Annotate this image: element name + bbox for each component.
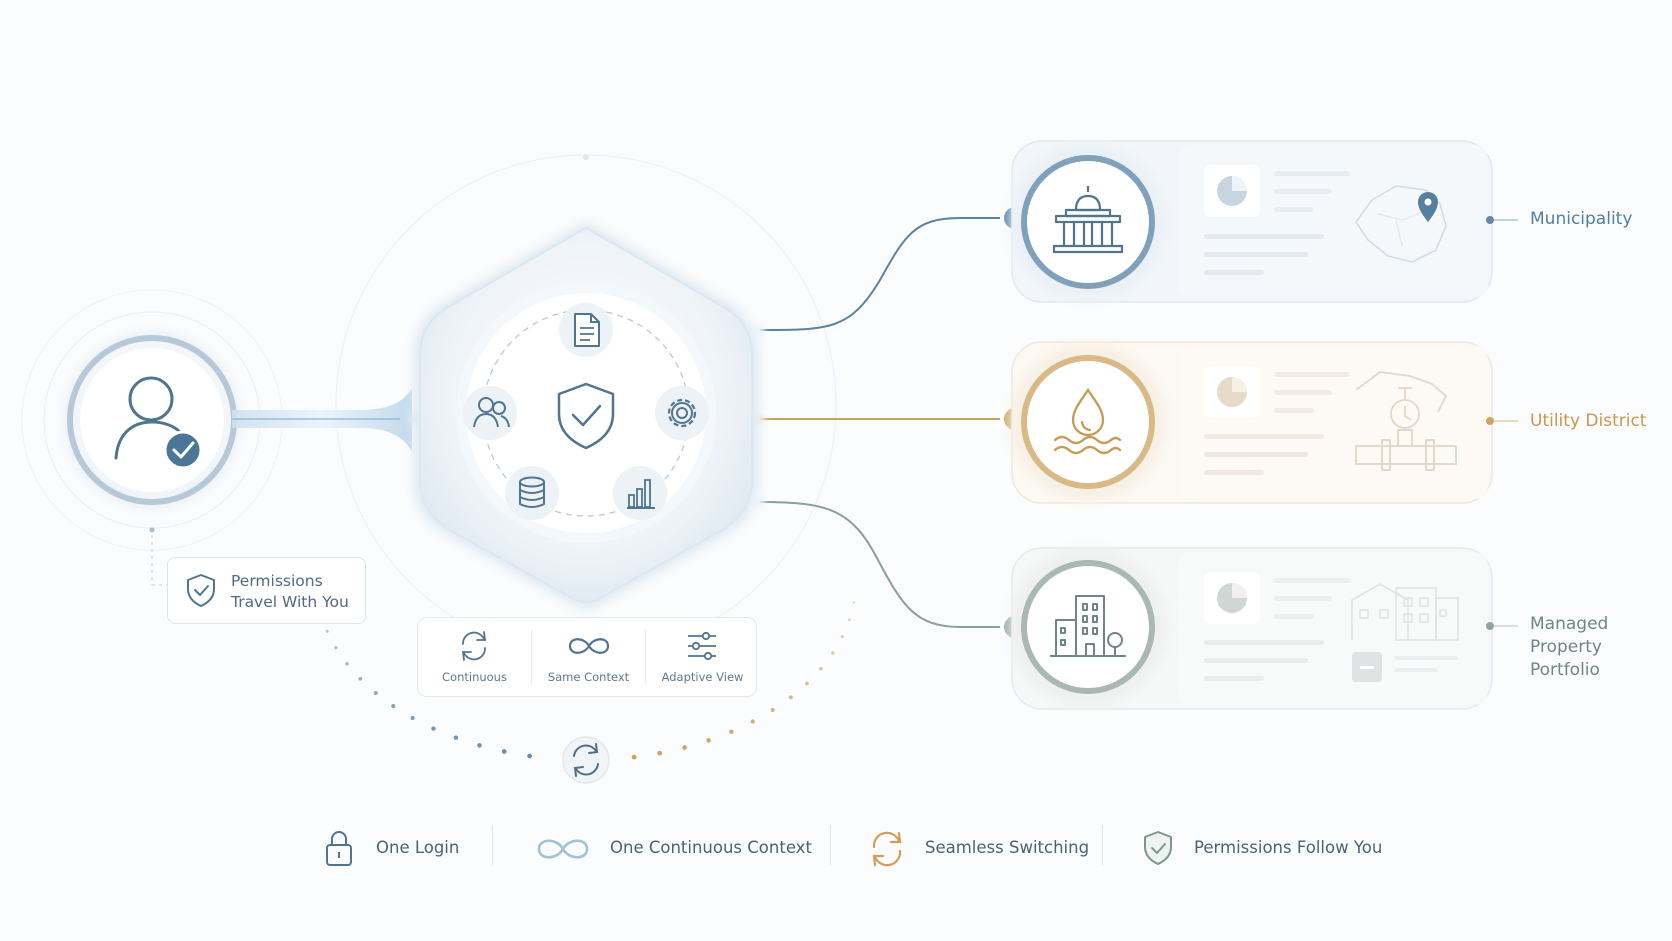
permissions-badge-line2: Travel With You bbox=[231, 593, 349, 611]
users-icon bbox=[463, 386, 517, 440]
label-managed-property-line1: Managed Property bbox=[1530, 614, 1609, 657]
document-icon bbox=[559, 303, 613, 357]
bottom-item-permissions-follow-you: Permissions Follow You bbox=[1141, 829, 1401, 869]
shield-check-icon bbox=[187, 574, 215, 607]
feature-continuous[interactable]: Continuous bbox=[418, 618, 531, 696]
destination-card-utility-district[interactable] bbox=[1010, 341, 1493, 504]
map-region-illustration bbox=[1355, 185, 1447, 263]
arc-dot bbox=[631, 754, 637, 760]
arc-dot bbox=[770, 707, 775, 713]
feature-adaptive-view-label: Adaptive View bbox=[661, 670, 744, 684]
arc-dot bbox=[805, 681, 809, 686]
feature-continuous-label: Continuous bbox=[442, 670, 507, 684]
arc-dot bbox=[788, 695, 793, 700]
connector-utility-district bbox=[760, 404, 1030, 434]
bottom-item-permissions-follow-you-label: Permissions Follow You bbox=[1194, 838, 1383, 857]
label-marker-utility bbox=[1486, 417, 1518, 425]
arc-dot bbox=[729, 729, 734, 734]
connector-managed-property bbox=[759, 501, 1030, 642]
bottom-item-one-continuous-context: One Continuous Context bbox=[535, 829, 835, 869]
arc-dot bbox=[345, 661, 349, 666]
check-badge-icon bbox=[163, 430, 203, 470]
water-drop-icon bbox=[1053, 387, 1122, 455]
user-node bbox=[64, 332, 240, 508]
user-hub-link bbox=[232, 388, 420, 452]
feature-same-context-label: Same Context bbox=[547, 670, 630, 684]
arc-dot bbox=[453, 735, 459, 740]
refresh-node[interactable] bbox=[562, 736, 610, 784]
label-marker-property bbox=[1486, 622, 1518, 630]
connector-municipality bbox=[759, 203, 1030, 331]
arc-dot bbox=[682, 745, 687, 750]
permissions-badge: Permissions Travel With You bbox=[167, 557, 366, 624]
infinity-icon bbox=[568, 638, 610, 654]
destination-card-municipality[interactable] bbox=[1010, 140, 1493, 303]
arc-dot bbox=[410, 715, 415, 721]
sliders-icon bbox=[688, 631, 716, 661]
bottom-item-one-continuous-context-label: One Continuous Context bbox=[610, 838, 812, 857]
shield-check-icon bbox=[1144, 831, 1172, 865]
arc-dot bbox=[852, 601, 856, 604]
feature-same-context[interactable]: Same Context bbox=[532, 618, 645, 696]
arc-dot bbox=[750, 719, 755, 724]
bottom-item-one-login: One Login bbox=[324, 829, 474, 869]
label-utility-district-text: Utility District bbox=[1530, 411, 1647, 431]
feature-toolbar: Continuous Same Context Adaptive View bbox=[417, 617, 757, 697]
bottom-item-seamless-switching-label: Seamless Switching bbox=[925, 838, 1090, 857]
arc-dot bbox=[373, 691, 378, 695]
label-municipality: Municipality bbox=[1530, 208, 1632, 231]
settings-gear-icon bbox=[655, 386, 709, 440]
arc-dot bbox=[391, 704, 396, 709]
infinity-icon bbox=[537, 839, 589, 859]
arc-dot bbox=[358, 676, 363, 681]
arc-dot bbox=[334, 646, 338, 650]
buildings-icon bbox=[1351, 583, 1459, 641]
capitol-building-icon bbox=[1052, 186, 1124, 254]
permissions-badge-line1: Permissions bbox=[231, 572, 323, 590]
arc-dot bbox=[831, 651, 835, 655]
bar-chart-icon bbox=[613, 466, 667, 520]
map-pin-icon bbox=[1418, 192, 1438, 222]
feature-adaptive-view[interactable]: Adaptive View bbox=[646, 618, 759, 696]
label-utility-district: Utility District bbox=[1530, 410, 1646, 433]
bottom-item-seamless-switching: Seamless Switching bbox=[868, 829, 1108, 869]
bottom-item-one-login-label: One Login bbox=[376, 838, 460, 857]
arc-dot bbox=[706, 738, 711, 743]
office-building-icon bbox=[1050, 595, 1126, 657]
arc-dot bbox=[527, 753, 532, 759]
arc-dot bbox=[501, 749, 507, 754]
arc-dot bbox=[840, 635, 844, 639]
shield-check-icon bbox=[557, 382, 615, 450]
arc-dot bbox=[819, 666, 823, 671]
label-managed-property-line2: Portfolio bbox=[1530, 660, 1600, 680]
destination-card-managed-property[interactable] bbox=[1010, 547, 1493, 710]
label-municipality-text: Municipality bbox=[1530, 209, 1633, 229]
switching-arc bbox=[315, 595, 856, 760]
label-marker-municipality bbox=[1486, 216, 1518, 224]
refresh-icon bbox=[872, 831, 902, 867]
arc-dot bbox=[431, 726, 436, 731]
padlock-icon bbox=[326, 831, 352, 866]
central-hub bbox=[414, 222, 758, 608]
arc-dot bbox=[477, 743, 482, 748]
refresh-icon bbox=[573, 743, 599, 777]
user-icon bbox=[114, 376, 182, 460]
arc-dot bbox=[657, 750, 663, 756]
database-icon bbox=[505, 466, 559, 520]
refresh-icon bbox=[461, 631, 487, 661]
arc-dot bbox=[847, 618, 851, 622]
arc-dot bbox=[325, 629, 329, 633]
label-managed-property: Managed Property Portfolio bbox=[1530, 613, 1672, 682]
pipe-valve-icon bbox=[1355, 371, 1457, 471]
